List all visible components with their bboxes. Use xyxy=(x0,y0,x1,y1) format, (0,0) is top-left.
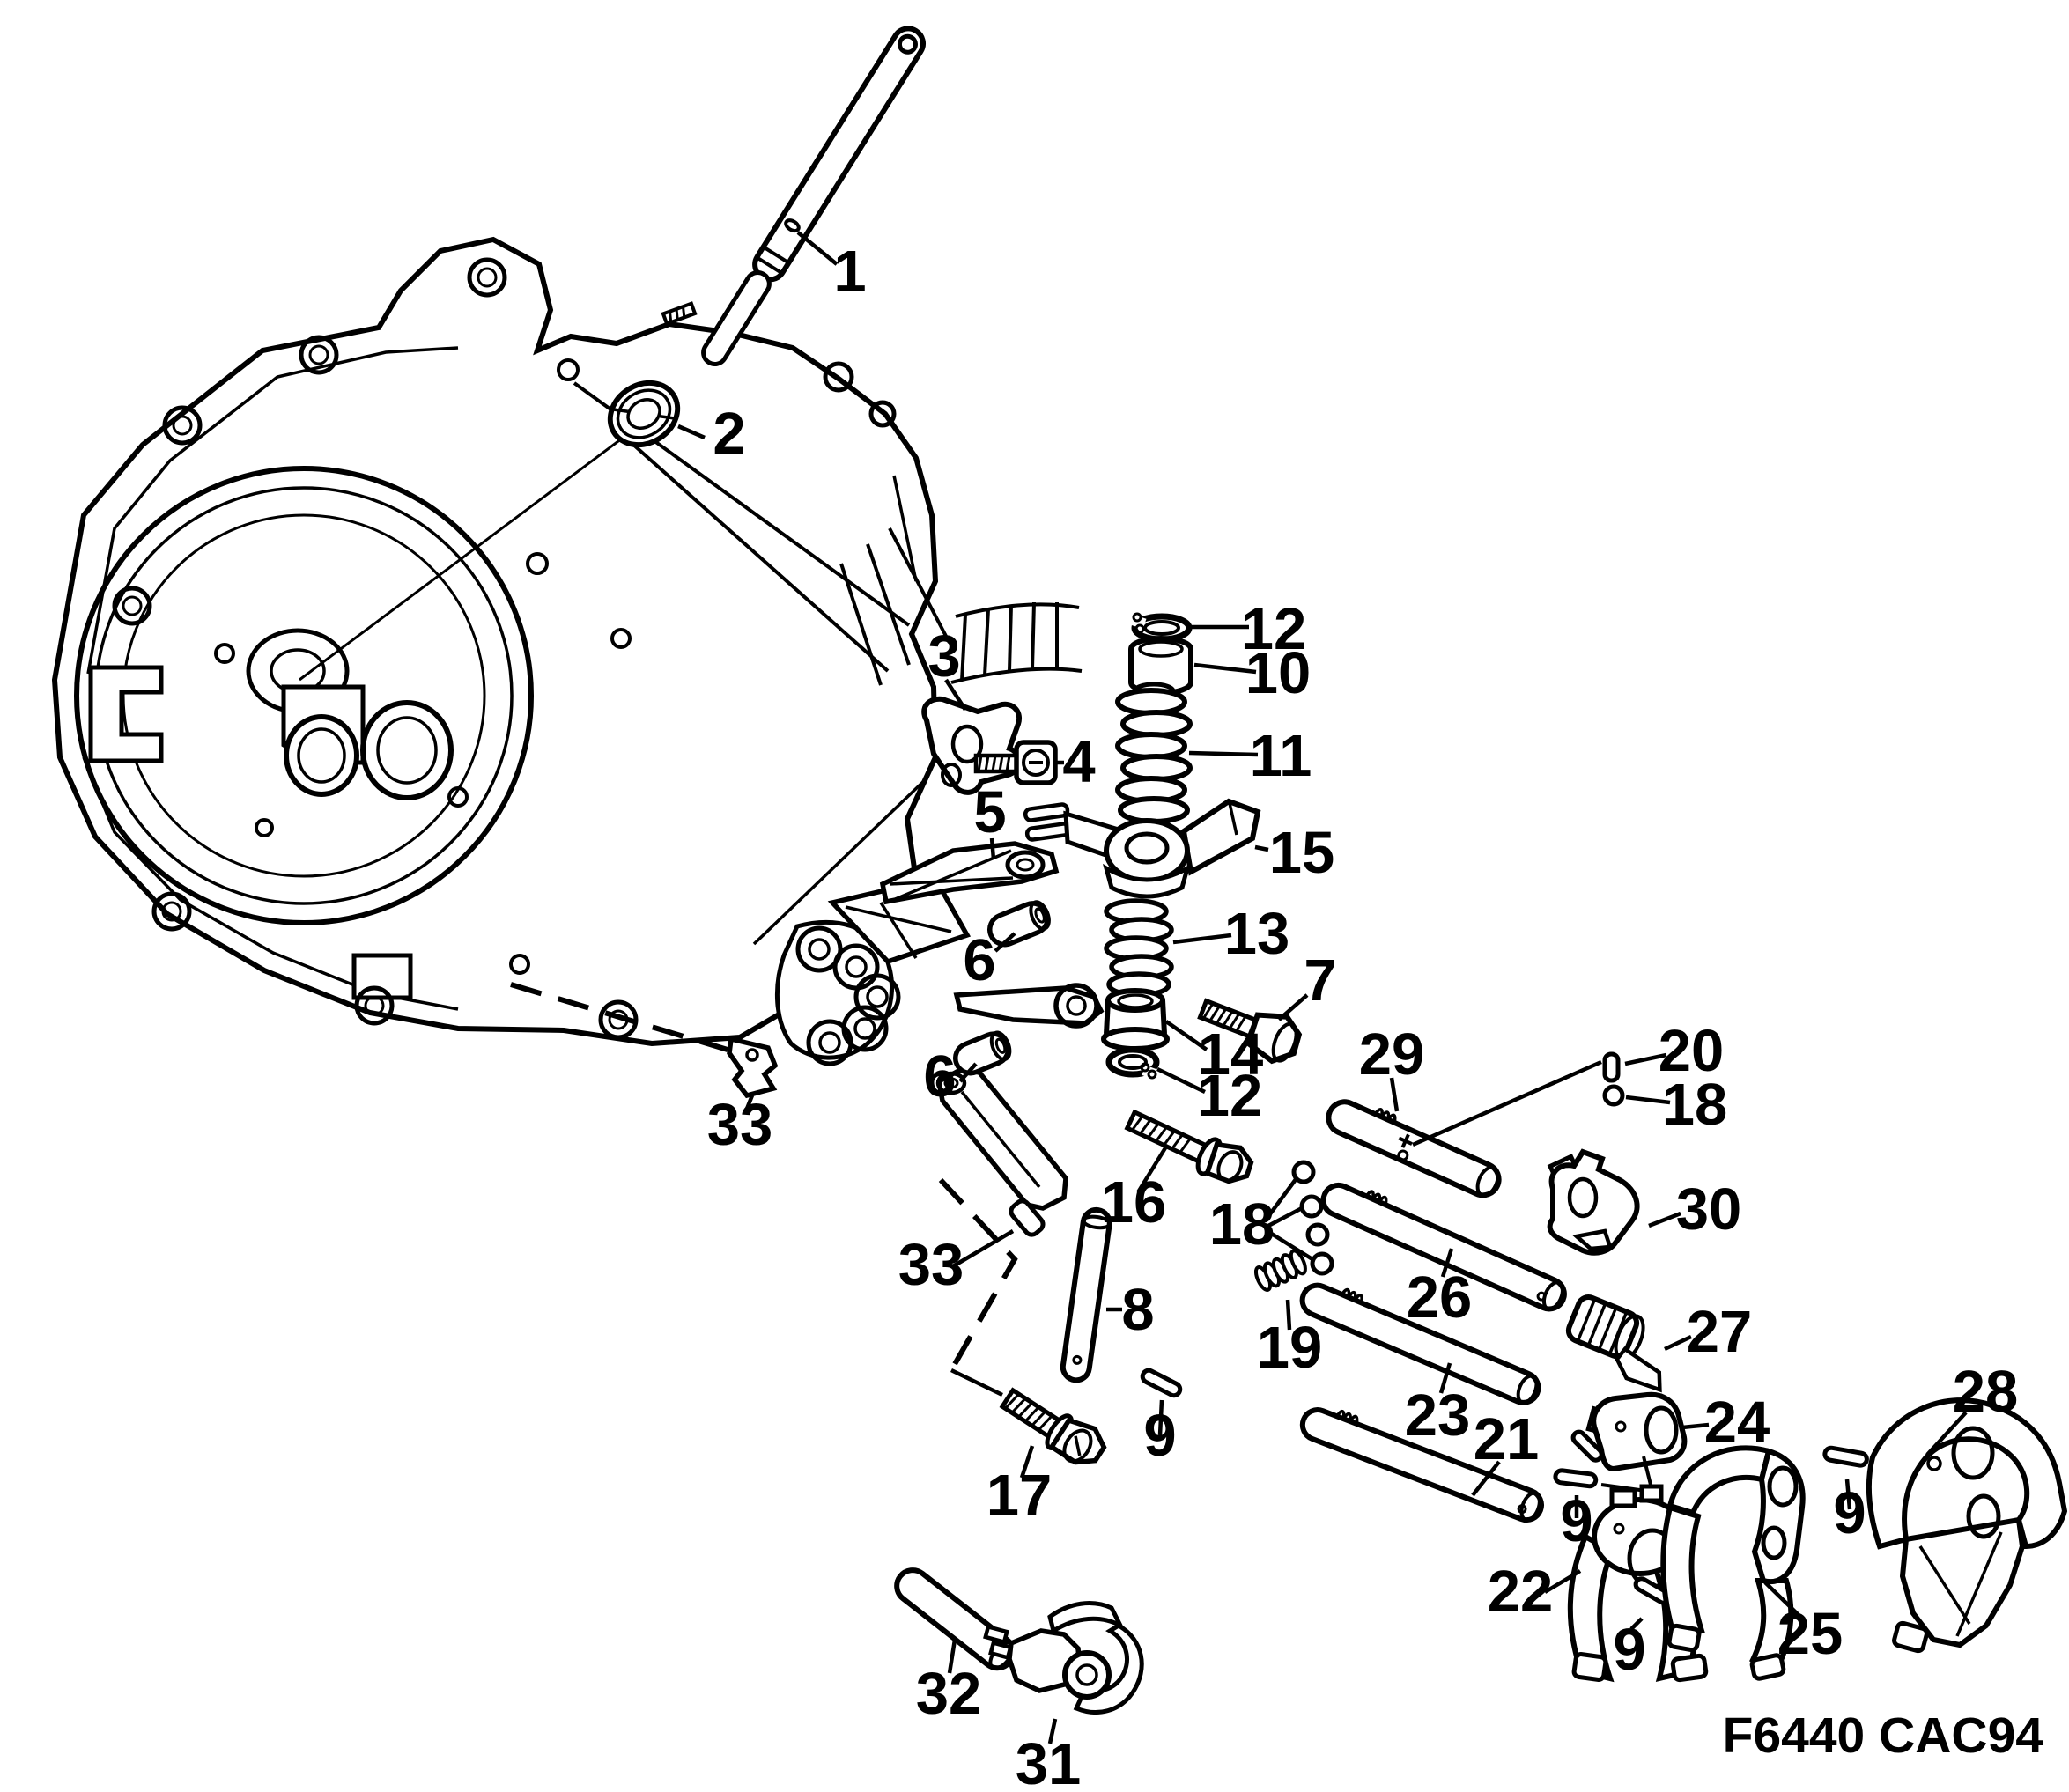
selector-rod-32 xyxy=(894,1567,1016,1671)
callout-23: 23 xyxy=(1405,1383,1471,1449)
callout-18a: 18 xyxy=(1209,1191,1275,1257)
callout-13: 13 xyxy=(1224,901,1290,967)
callout-9b: 9 xyxy=(1560,1488,1592,1554)
housing-ribs xyxy=(839,527,1083,686)
callout-labels: 1 2 3 4 5 12 10 11 15 13 6 7 14 12 6 33 … xyxy=(707,239,2019,1792)
selector-rail-26 xyxy=(1320,1182,1567,1312)
callout-20: 20 xyxy=(1659,1018,1725,1084)
link-arm-with-eye xyxy=(953,983,1105,1029)
main-detent-spring xyxy=(1115,682,1193,824)
shift-fork-25 xyxy=(1660,1445,1806,1681)
roll-pin xyxy=(1553,1468,1599,1489)
callout-17: 17 xyxy=(986,1463,1053,1529)
callout-28: 28 xyxy=(1953,1359,2019,1425)
callout-22: 22 xyxy=(1488,1559,1554,1625)
interlock-plate-33 xyxy=(727,1036,779,1099)
rail-clamp-24 xyxy=(1585,1391,1688,1472)
roll-pin xyxy=(1822,1445,1869,1468)
callout-5: 5 xyxy=(973,779,1006,845)
clamp-bolt xyxy=(973,740,1058,785)
selector-fork-guide-30 xyxy=(1547,1148,1640,1256)
shift-fork-28 xyxy=(1866,1397,2068,1654)
clutch-housing xyxy=(51,236,1083,1066)
callout-2: 2 xyxy=(713,401,745,467)
gear-selector-shaft xyxy=(701,26,926,367)
shift-guide-clamp xyxy=(921,696,1022,795)
callout-25: 25 xyxy=(1777,1601,1844,1667)
shaft-axis-line xyxy=(299,437,623,682)
callout-4: 4 xyxy=(1062,729,1095,795)
callout-11: 11 xyxy=(1250,723,1312,789)
callout-30: 30 xyxy=(1676,1176,1742,1243)
selector-finger-lever xyxy=(1023,798,1261,899)
housing-small-holes xyxy=(214,358,632,975)
hidden-guide-lines xyxy=(510,982,1602,1397)
callout-9c: 9 xyxy=(1613,1617,1645,1683)
detent-balls xyxy=(1291,1160,1334,1276)
callout-1: 1 xyxy=(833,239,866,305)
leader-lines xyxy=(677,231,1968,1744)
callout-9d: 9 xyxy=(1833,1480,1866,1546)
callout-12a: 12 xyxy=(1241,596,1307,662)
roll-pin xyxy=(1140,1368,1183,1398)
hex-bolt-17 xyxy=(999,1387,1107,1465)
callout-6b: 6 xyxy=(923,1043,956,1110)
secondary-spring xyxy=(1104,898,1174,998)
detent-ball-18 xyxy=(1602,1084,1625,1107)
selector-lever-arm xyxy=(879,841,1060,905)
detent-spring-19 xyxy=(1253,1249,1307,1292)
callout-6a: 6 xyxy=(963,927,995,993)
callout-14: 14 xyxy=(1198,1021,1264,1088)
callout-24: 24 xyxy=(1704,1390,1770,1456)
seal-ring xyxy=(607,380,681,448)
callout-33a: 33 xyxy=(707,1092,773,1158)
pivot-bushing xyxy=(987,900,1051,948)
hex-bolt-7 xyxy=(1197,998,1303,1065)
guide-rod-8 xyxy=(1060,1206,1112,1383)
callout-26: 26 xyxy=(1407,1265,1473,1331)
callout-27: 27 xyxy=(1687,1299,1753,1365)
selector-rail-29 xyxy=(1326,1099,1502,1198)
callout-15: 15 xyxy=(1269,820,1335,886)
pivot-bushing xyxy=(953,1030,1012,1076)
hex-bolt-16 xyxy=(1124,1109,1254,1184)
callout-3: 3 xyxy=(927,623,960,690)
callout-16: 16 xyxy=(1101,1169,1167,1235)
detent-bushing xyxy=(1101,988,1170,1051)
knurled-plug-27 xyxy=(1565,1294,1662,1393)
housing-studs xyxy=(661,301,698,327)
callout-21: 21 xyxy=(1474,1406,1540,1472)
callout-9a: 9 xyxy=(1143,1403,1176,1469)
callout-31: 31 xyxy=(1016,1731,1082,1792)
shaft-end-hole xyxy=(897,33,918,55)
callout-33b: 33 xyxy=(898,1232,964,1298)
callout-12b: 12 xyxy=(1197,1063,1263,1129)
selector-rail-21 xyxy=(1299,1407,1545,1523)
shaft-pin-hole xyxy=(784,218,801,233)
callout-8: 8 xyxy=(1121,1277,1154,1343)
callout-29: 29 xyxy=(1359,1021,1425,1088)
circlip-top xyxy=(1129,612,1193,643)
housing-bore xyxy=(360,700,454,800)
housing-slot xyxy=(88,665,164,763)
selector-rod-lever-33 xyxy=(935,1066,1068,1237)
callout-7: 7 xyxy=(1304,948,1336,1014)
callout-32: 32 xyxy=(916,1661,982,1727)
callout-19: 19 xyxy=(1257,1315,1323,1381)
selector-rail-23 xyxy=(1299,1282,1541,1405)
reverse-fork-31 xyxy=(983,1601,1144,1715)
circlip-bottom xyxy=(1105,1046,1160,1080)
callout-10: 10 xyxy=(1245,640,1312,706)
dowel-pin-20 xyxy=(1602,1051,1621,1083)
figure-code: F6440 CAC94 xyxy=(1723,1707,2044,1764)
callout-18b: 18 xyxy=(1662,1072,1728,1138)
